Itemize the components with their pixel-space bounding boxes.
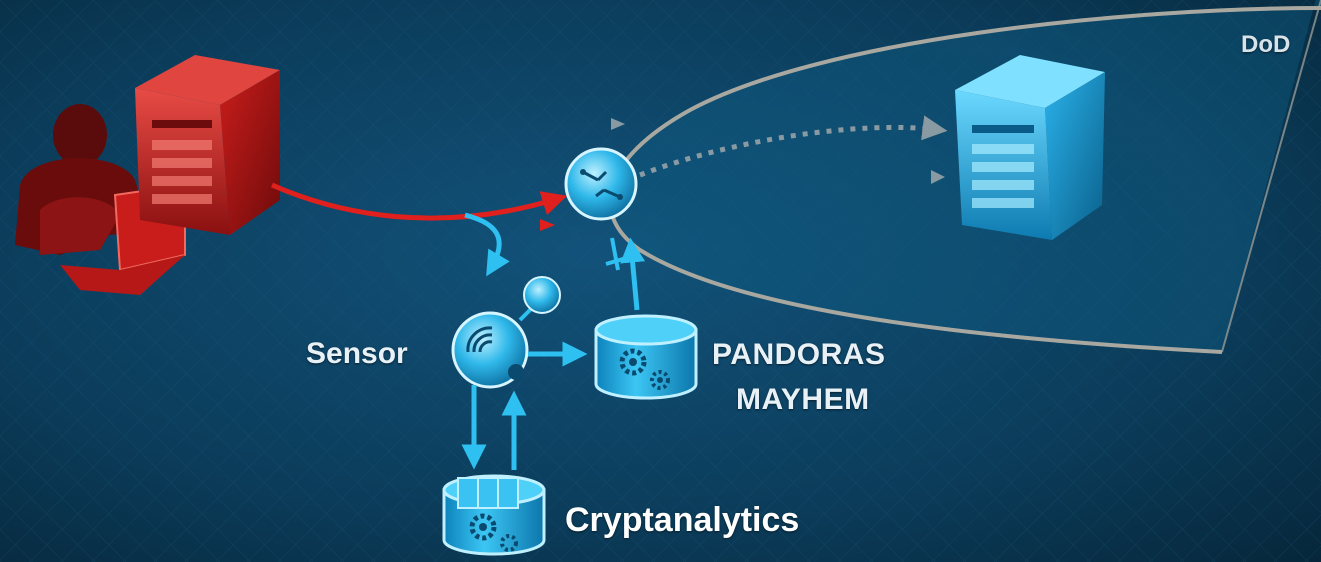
mayhem-label: MAYHEM bbox=[736, 383, 870, 416]
block-mark bbox=[605, 237, 641, 271]
dod-boundary-edge bbox=[1221, 0, 1321, 353]
cryptanalytics-database-icon bbox=[442, 474, 546, 556]
tap-arrow bbox=[464, 212, 510, 277]
dod-label: DoD bbox=[1241, 31, 1291, 58]
attacker-server-icon bbox=[135, 55, 280, 235]
hacker-icon bbox=[15, 104, 186, 295]
target-server-icon bbox=[955, 55, 1105, 240]
flow-marker-3 bbox=[540, 219, 555, 231]
sensor-label: Sensor bbox=[306, 337, 408, 370]
router-icon bbox=[564, 147, 638, 221]
flow-marker-1 bbox=[611, 118, 625, 130]
sensor-icon bbox=[451, 276, 561, 389]
pandoras-label: PANDORAS bbox=[712, 338, 886, 371]
pandoras-database-icon bbox=[594, 314, 698, 400]
flow-marker-2 bbox=[931, 170, 945, 184]
cryptanalytics-label: Cryptanalytics bbox=[565, 501, 800, 539]
attack-path bbox=[270, 182, 568, 221]
dotted-flow-path bbox=[639, 115, 948, 178]
